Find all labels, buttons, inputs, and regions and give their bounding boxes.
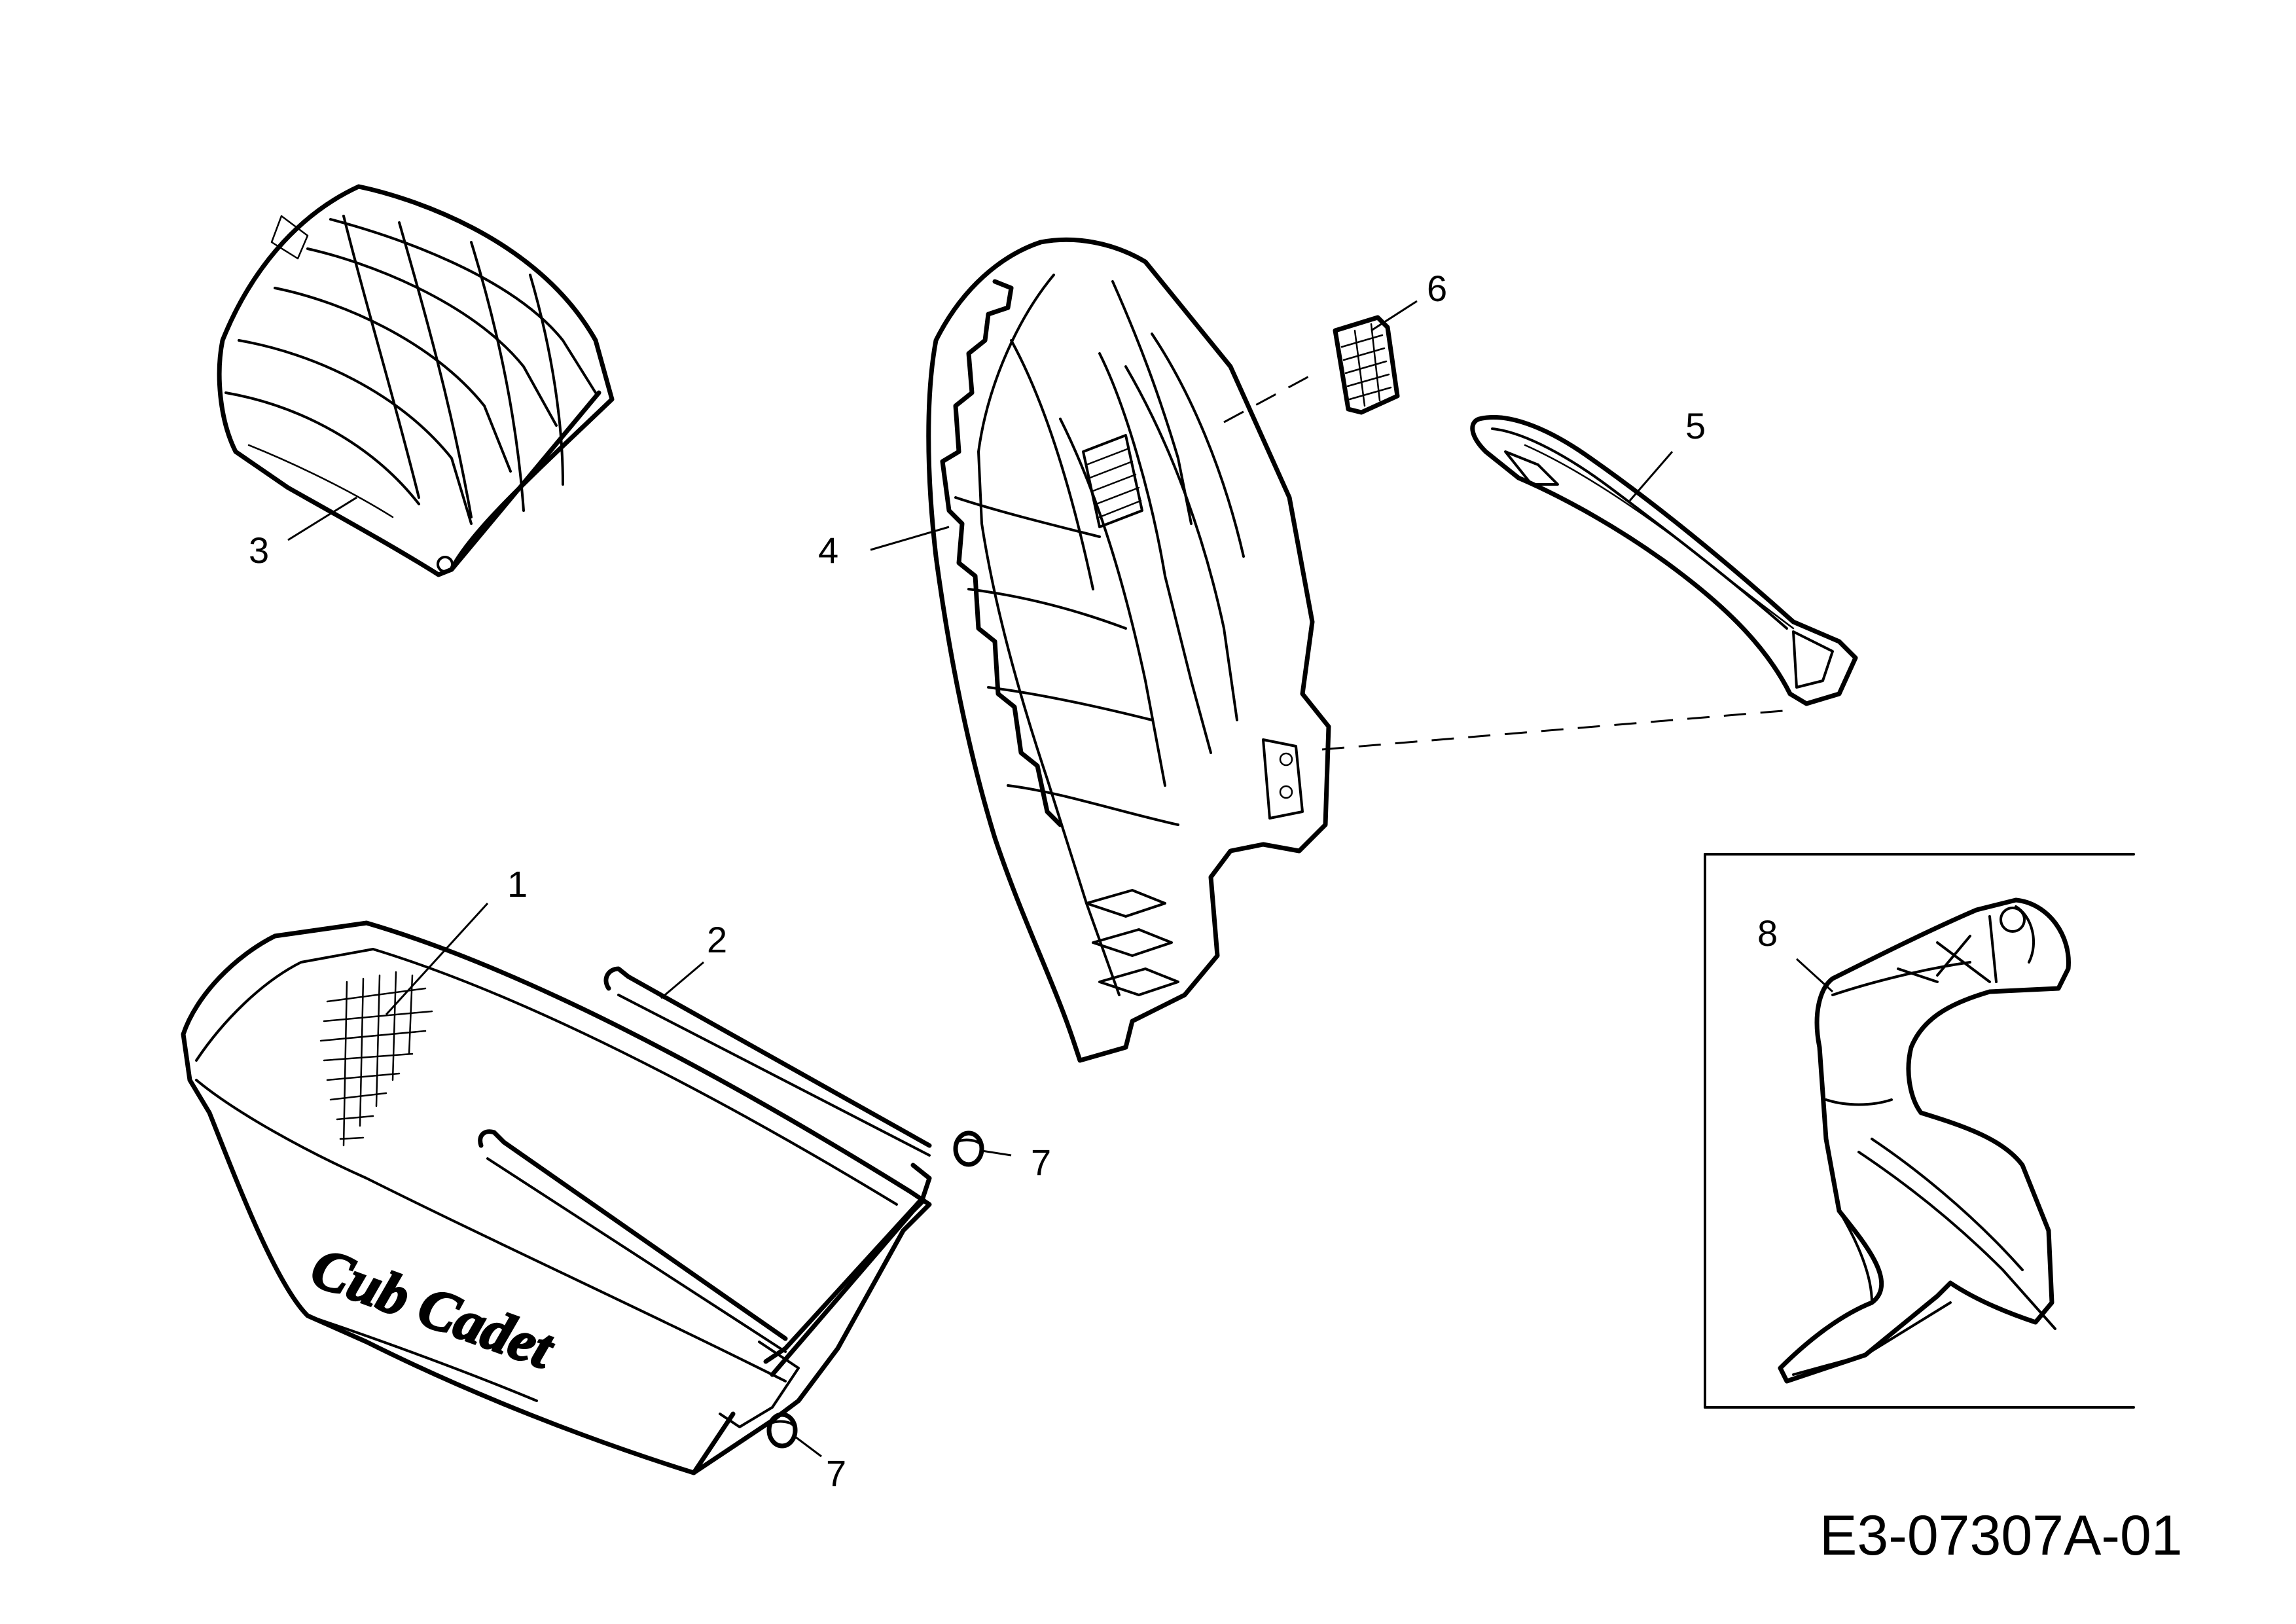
- frame-vent-grid: [1082, 434, 1143, 528]
- callout-labels: 1 2 3 4 5 6 7 7 8: [249, 268, 1778, 1494]
- part-8-deflector: [1778, 897, 2071, 1384]
- callout-8: 8: [1757, 912, 1778, 954]
- part-2-frame-rod: [478, 966, 932, 1475]
- callout-7-upper: 7: [1031, 1142, 1051, 1183]
- part-7-cap-upper: [953, 1130, 984, 1167]
- bag-mesh-pattern: [319, 971, 433, 1147]
- part-6-vent-cover: [1333, 315, 1400, 415]
- part-7-cap-lower: [766, 1412, 798, 1449]
- part-1-catcher-bag: Cub Cadet: [181, 920, 932, 1475]
- callout-7-lower: 7: [826, 1453, 846, 1494]
- callout-3: 3: [249, 530, 269, 571]
- part-3-catcher-cover: [217, 184, 615, 577]
- assembly-lines: [1223, 375, 1791, 751]
- drawing-code: E3-07307A-01: [1820, 1504, 2183, 1567]
- callout-5: 5: [1685, 405, 1706, 446]
- leader-lines: [287, 300, 1834, 1458]
- inset-panel: [1704, 853, 2135, 1409]
- callout-1: 1: [507, 863, 528, 905]
- callout-4: 4: [818, 530, 838, 571]
- part-4-rear-frame: [926, 237, 1331, 1063]
- part-5-carry-handle: [1470, 415, 1858, 706]
- callout-6: 6: [1427, 268, 1447, 309]
- callout-2: 2: [707, 919, 727, 960]
